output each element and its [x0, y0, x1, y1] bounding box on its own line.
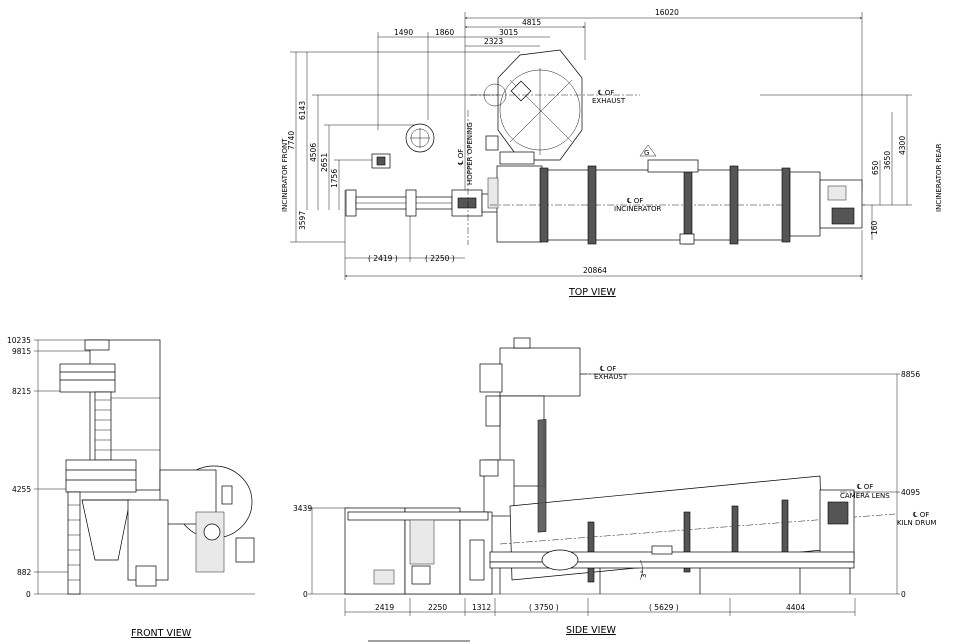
label-incinerator: INCINERATOR [614, 205, 662, 213]
level-9815: 9815 [12, 347, 31, 356]
dim-2323: 2323 [484, 37, 503, 46]
dim-1490: 1490 [394, 28, 413, 37]
dim-2651: 2651 [320, 153, 329, 172]
dim-2250: ( 2250 ) [425, 254, 455, 263]
side-label-camera-cl: ℄ OF [857, 483, 873, 491]
side-view-title: SIDE VIEW [566, 625, 616, 636]
side-view: 3439 0 8856 4095 0 ℄ OF EXHAUST [293, 337, 936, 642]
side-level-4095: 4095 [901, 488, 920, 497]
label-incinerator-rear: INCINERATOR REAR [935, 143, 943, 212]
side-dim-3750: ( 3750 ) [529, 603, 559, 612]
dim-4506: 4506 [309, 143, 318, 162]
dim-3650: 3650 [883, 151, 892, 170]
side-label-exhaust-cl: ℄ OF [600, 365, 616, 373]
top-view: 16020 4815 1490 1860 3015 2323 7740 6143… [281, 8, 943, 298]
dim-7740: 7740 [287, 131, 296, 150]
side-dim-5629: ( 5629 ) [649, 603, 679, 612]
side-dim-2250: 2250 [428, 603, 447, 612]
dim-20864: 20864 [583, 266, 607, 275]
label-hopper-opening: HOPPER OPENING [466, 122, 474, 185]
dim-2419: ( 2419 ) [368, 254, 398, 263]
side-label-kiln: KILN DRUM [897, 519, 936, 527]
side-label-angle: 3° [640, 570, 648, 578]
label-exhaust-cl: ℄ OF [598, 89, 614, 97]
side-level-8856: 8856 [901, 370, 920, 379]
dim-160: 160 [870, 220, 879, 235]
level-0: 0 [26, 590, 31, 599]
label-incinerator-front: INCINERATOR FRONT [281, 138, 289, 212]
dim-1756: 1756 [330, 169, 339, 188]
front-view-title: FRONT VIEW [131, 628, 192, 639]
side-level-0-right: 0 [901, 590, 906, 599]
side-dim-1312: 1312 [472, 603, 491, 612]
level-8215: 8215 [12, 387, 31, 396]
dim-6143: 6143 [298, 101, 307, 120]
label-hopper-cl: ℄ OF [457, 149, 465, 165]
level-882: 882 [17, 568, 32, 577]
side-dim-4404: 4404 [786, 603, 805, 612]
side-level-3439: 3439 [293, 504, 312, 513]
dim-4300: 4300 [898, 136, 907, 155]
side-label-exhaust: EXHAUST [594, 373, 628, 381]
dim-3597: 3597 [298, 211, 307, 230]
side-level-0: 0 [303, 590, 308, 599]
top-view-title: TOP VIEW [568, 287, 616, 298]
side-label-kiln-cl: ℄ OF [913, 511, 929, 519]
side-label-camera: CAMERA LENS [840, 492, 890, 500]
dim-16020: 16020 [655, 8, 679, 17]
dim-1860: 1860 [435, 28, 454, 37]
dim-3015: 3015 [499, 28, 518, 37]
level-4255: 4255 [12, 485, 31, 494]
level-10235: 10235 [7, 336, 31, 345]
dim-650: 650 [871, 160, 880, 175]
front-view: 10235 9815 8215 4255 882 0 [7, 336, 255, 639]
label-mark-g: G [644, 149, 649, 157]
label-incinerator-cl: ℄ OF [627, 197, 643, 205]
side-dim-2419: 2419 [375, 603, 394, 612]
dim-4815: 4815 [522, 18, 541, 27]
label-exhaust: EXHAUST [592, 97, 626, 105]
